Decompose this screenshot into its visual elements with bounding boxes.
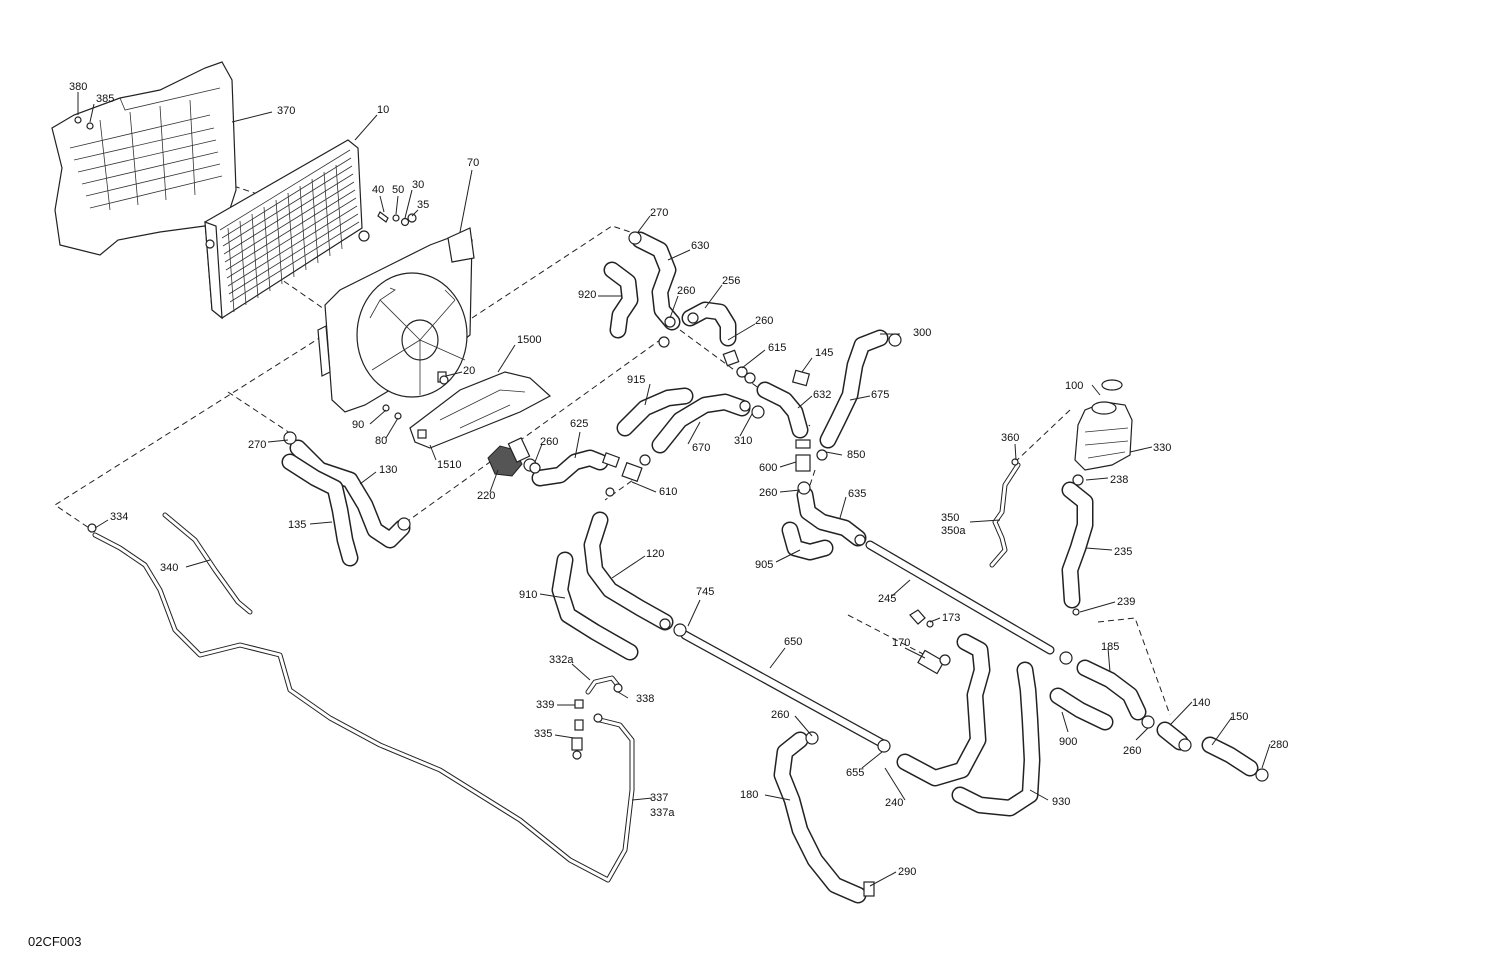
callout-260-b: 260 bbox=[755, 315, 773, 327]
callout-50: 50 bbox=[392, 184, 404, 196]
callout-135: 135 bbox=[288, 519, 306, 531]
callout-70: 70 bbox=[467, 157, 479, 169]
callout-90: 90 bbox=[352, 419, 364, 431]
callout-615: 615 bbox=[768, 342, 786, 354]
callout-380: 380 bbox=[69, 81, 87, 93]
callout-270-left: 270 bbox=[248, 439, 266, 451]
callout-20: 20 bbox=[463, 365, 475, 377]
callout-385: 385 bbox=[96, 93, 114, 105]
thermostat-220 bbox=[487, 437, 537, 477]
bracket-1500 bbox=[409, 371, 552, 449]
callout-280: 280 bbox=[1270, 739, 1288, 751]
leader-lines bbox=[77, 92, 1271, 887]
callout-170: 170 bbox=[892, 637, 910, 649]
callout-360: 360 bbox=[1001, 432, 1019, 444]
callout-850: 850 bbox=[847, 449, 865, 461]
callout-150: 150 bbox=[1230, 711, 1248, 723]
callout-40: 40 bbox=[372, 184, 384, 196]
callout-labels: 380 385 370 10 40 50 30 35 70 270 630 92… bbox=[69, 81, 1288, 878]
callout-650: 650 bbox=[784, 636, 802, 648]
callout-910: 910 bbox=[519, 589, 537, 601]
callout-334: 334 bbox=[110, 511, 128, 523]
callout-185: 185 bbox=[1101, 641, 1119, 653]
callout-260-e: 260 bbox=[1123, 745, 1141, 757]
callout-1510: 1510 bbox=[437, 459, 461, 471]
callout-10: 10 bbox=[377, 104, 389, 116]
callout-130: 130 bbox=[379, 464, 397, 476]
callout-245: 245 bbox=[878, 593, 896, 605]
tubes bbox=[680, 540, 1055, 750]
radiator-10 bbox=[204, 139, 370, 320]
callout-350: 350 bbox=[941, 512, 959, 524]
callout-300: 300 bbox=[913, 327, 931, 339]
callout-260-a: 260 bbox=[677, 285, 695, 297]
callout-145: 145 bbox=[815, 347, 833, 359]
callout-140: 140 bbox=[1192, 697, 1210, 709]
callout-900: 900 bbox=[1059, 736, 1077, 748]
callout-332a: 332a bbox=[549, 654, 574, 666]
callout-930: 930 bbox=[1052, 796, 1070, 808]
callout-30: 30 bbox=[412, 179, 424, 191]
callout-339: 339 bbox=[536, 699, 554, 711]
callout-655: 655 bbox=[846, 767, 864, 779]
callout-337a: 337a bbox=[650, 807, 675, 819]
callout-120: 120 bbox=[646, 548, 664, 560]
callout-310: 310 bbox=[734, 435, 752, 447]
callout-220: 220 bbox=[477, 490, 495, 502]
callout-675: 675 bbox=[871, 389, 889, 401]
callout-338: 338 bbox=[636, 693, 654, 705]
callout-920: 920 bbox=[578, 289, 596, 301]
callout-240: 240 bbox=[885, 797, 903, 809]
callout-915: 915 bbox=[627, 374, 645, 386]
coolant-reservoir-330 bbox=[1074, 379, 1133, 471]
callout-256: 256 bbox=[722, 275, 740, 287]
callout-330: 330 bbox=[1153, 442, 1171, 454]
callout-238: 238 bbox=[1110, 474, 1128, 486]
callout-610: 610 bbox=[659, 486, 677, 498]
callout-337: 337 bbox=[650, 792, 668, 804]
fan-shroud-370 bbox=[51, 61, 237, 256]
callout-370: 370 bbox=[277, 105, 295, 117]
hoses bbox=[281, 231, 1259, 904]
drawing-code: 02CF003 bbox=[28, 934, 81, 949]
callout-260-f: 260 bbox=[771, 709, 789, 721]
callout-630: 630 bbox=[691, 240, 709, 252]
callout-290: 290 bbox=[898, 866, 916, 878]
callout-335: 335 bbox=[534, 728, 552, 740]
callout-905: 905 bbox=[755, 559, 773, 571]
callout-745: 745 bbox=[696, 586, 714, 598]
callout-340: 340 bbox=[160, 562, 178, 574]
callout-239: 239 bbox=[1117, 596, 1135, 608]
callout-260-d: 260 bbox=[759, 487, 777, 499]
callout-670: 670 bbox=[692, 442, 710, 454]
callout-635: 635 bbox=[848, 488, 866, 500]
wires bbox=[92, 462, 1021, 883]
callout-100: 100 bbox=[1065, 380, 1083, 392]
callout-180: 180 bbox=[740, 789, 758, 801]
callout-600: 600 bbox=[759, 462, 777, 474]
callout-80: 80 bbox=[375, 435, 387, 447]
callout-270-top: 270 bbox=[650, 207, 668, 219]
callout-235: 235 bbox=[1114, 546, 1132, 558]
callout-35: 35 bbox=[417, 199, 429, 211]
callout-350a: 350a bbox=[941, 525, 966, 537]
callout-173: 173 bbox=[942, 612, 960, 624]
fittings-and-clamps bbox=[74, 116, 1269, 897]
callout-260-c: 260 bbox=[540, 436, 558, 448]
fan-assembly-70 bbox=[317, 227, 475, 413]
callout-1500: 1500 bbox=[517, 334, 541, 346]
callout-625: 625 bbox=[570, 418, 588, 430]
callout-632: 632 bbox=[813, 389, 831, 401]
